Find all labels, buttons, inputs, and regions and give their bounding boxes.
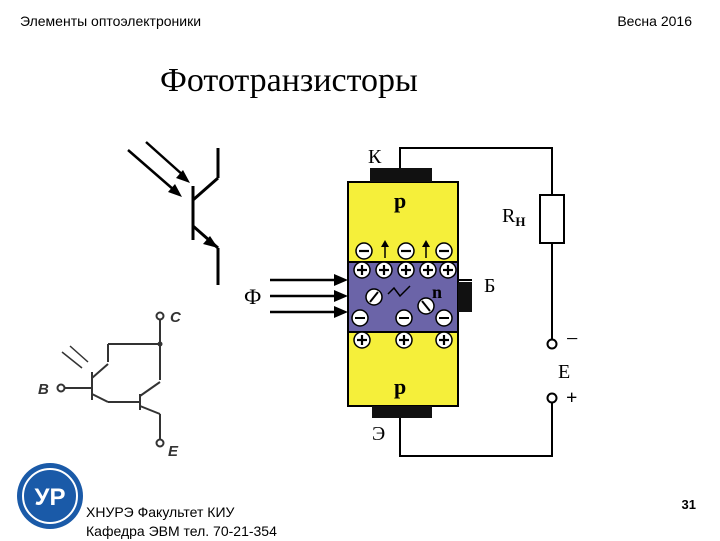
source-terminal-minus <box>546 338 558 350</box>
label-base: Б <box>484 275 495 297</box>
label-collector: К <box>368 146 382 168</box>
darl-label-c: C <box>170 309 182 326</box>
label-emitter: Э <box>372 423 385 445</box>
collector-contact <box>370 168 432 182</box>
flux-arrow-3 <box>334 306 348 318</box>
flux-arrow-2 <box>334 290 348 302</box>
darl-label-e: E <box>168 443 179 460</box>
page-number: 31 <box>681 497 696 512</box>
darl-terminal-e <box>155 438 165 448</box>
phototransistor-symbol <box>127 141 220 285</box>
structure-wires <box>270 147 553 457</box>
label-p-bottom: p <box>394 374 406 399</box>
flux-arrow-1 <box>334 274 348 286</box>
logo-text: УР <box>35 484 66 511</box>
label-p-top: p <box>394 188 406 213</box>
header-left: Элементы оптоэлектроники <box>20 13 202 29</box>
source-terminal-plus <box>546 392 558 404</box>
slide-title: Фототранзисторы <box>160 62 418 99</box>
footer-line-1: ХНУРЭ Факультет КИУ <box>86 504 235 520</box>
resistor-main-label: R <box>502 205 516 227</box>
university-logo: УР <box>17 463 83 529</box>
light-arrow-2 <box>176 170 190 183</box>
footer: ХНУРЭ Факультет КИУ Кафедра ЭВМ тел. 70-… <box>86 503 277 541</box>
darl-terminal-c <box>155 311 165 321</box>
label-flux: Ф <box>244 284 261 309</box>
label-minus: − <box>566 326 578 351</box>
footer-line-2: Кафедра ЭВМ тел. 70-21-354 <box>86 523 277 539</box>
header-right: Весна 2016 <box>617 13 692 29</box>
emitter-arrow <box>203 236 218 248</box>
light-arrow-1 <box>168 184 182 197</box>
label-n: n <box>432 282 442 302</box>
label-plus: + <box>566 387 577 409</box>
darl-terminal-b <box>56 383 66 393</box>
label-resistor: RН <box>502 205 525 229</box>
darlington-symbol <box>61 318 161 440</box>
resistor-sub-label: Н <box>515 214 525 229</box>
base-contact <box>458 282 472 312</box>
label-source: Е <box>558 361 570 383</box>
carriers <box>351 240 457 349</box>
darl-label-b: B <box>38 381 49 398</box>
emitter-contact <box>372 406 432 418</box>
load-resistor <box>539 194 565 244</box>
darl-junction <box>157 341 163 347</box>
